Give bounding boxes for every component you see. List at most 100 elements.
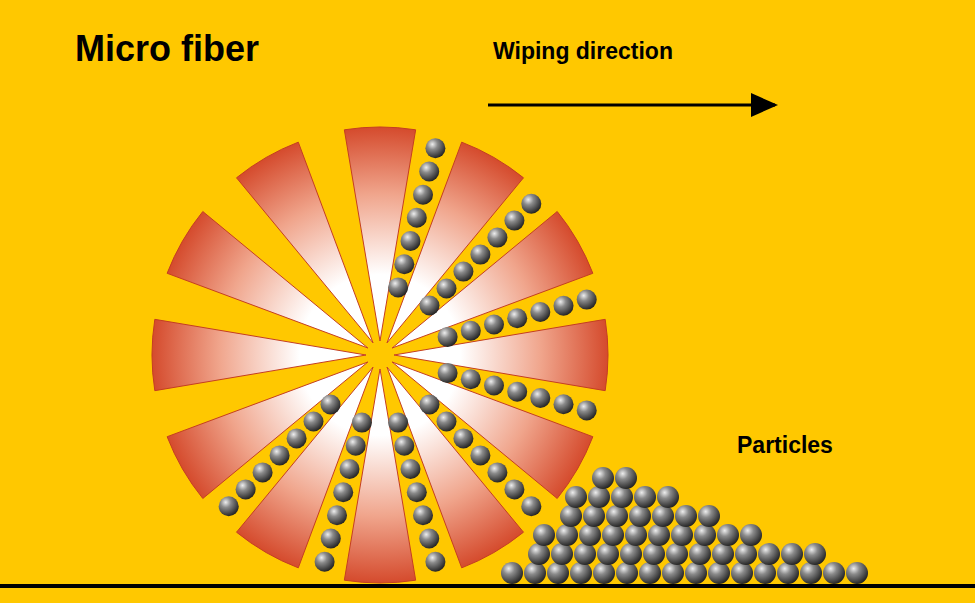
- diagram-title: Micro fiber: [75, 28, 259, 70]
- particle: [593, 562, 615, 584]
- particle: [401, 459, 421, 479]
- particle: [484, 376, 504, 396]
- particle: [321, 529, 341, 549]
- particle: [583, 505, 605, 527]
- particle: [270, 445, 290, 465]
- particle: [712, 543, 734, 565]
- particle: [528, 543, 550, 565]
- particle: [597, 543, 619, 565]
- particle: [521, 194, 541, 214]
- particle: [388, 277, 408, 297]
- particle: [592, 467, 614, 489]
- particle: [327, 505, 347, 525]
- particle: [437, 412, 457, 432]
- particle: [461, 321, 481, 341]
- particle: [487, 462, 507, 482]
- particle: [419, 162, 439, 182]
- particle: [574, 543, 596, 565]
- particle: [823, 562, 845, 584]
- particle: [425, 138, 445, 158]
- particle: [437, 279, 457, 299]
- particle: [407, 482, 427, 502]
- particles-label: Particles: [737, 432, 833, 459]
- particle: [407, 208, 427, 228]
- particle: [556, 524, 578, 546]
- particle: [606, 505, 628, 527]
- particle: [777, 562, 799, 584]
- particle: [425, 552, 445, 572]
- particle: [754, 562, 776, 584]
- particle: [504, 479, 524, 499]
- particle: [639, 562, 661, 584]
- particle: [616, 562, 638, 584]
- direction-label: Wiping direction: [493, 38, 673, 65]
- particle: [321, 395, 341, 415]
- particle: [484, 315, 504, 335]
- particle: [735, 543, 757, 565]
- particle: [521, 496, 541, 516]
- particle: [560, 505, 582, 527]
- particle: [648, 524, 670, 546]
- particle: [420, 296, 440, 316]
- particle: [781, 543, 803, 565]
- particle: [438, 363, 458, 383]
- particle: [629, 505, 651, 527]
- particle: [731, 562, 753, 584]
- particle: [671, 524, 693, 546]
- particle: [551, 543, 573, 565]
- particle: [643, 543, 665, 565]
- particle: [758, 543, 780, 565]
- particle: [287, 428, 307, 448]
- particle: [388, 413, 408, 433]
- particle: [470, 445, 490, 465]
- particle: [602, 524, 624, 546]
- particle: [615, 467, 637, 489]
- particle: [804, 543, 826, 565]
- particle: [698, 505, 720, 527]
- particle: [507, 308, 527, 328]
- particle: [657, 486, 679, 508]
- particle: [547, 562, 569, 584]
- particle: [487, 228, 507, 248]
- particle: [846, 562, 868, 584]
- particle: [304, 412, 324, 432]
- particle: [340, 459, 360, 479]
- particle: [413, 505, 433, 525]
- particle: [800, 562, 822, 584]
- particle: [620, 543, 642, 565]
- particle: [570, 562, 592, 584]
- particle: [694, 524, 716, 546]
- particle: [662, 562, 684, 584]
- particle: [253, 462, 273, 482]
- particle: [453, 262, 473, 282]
- particle: [740, 524, 762, 546]
- particles: [219, 138, 868, 584]
- fiber-wedge: [237, 142, 373, 343]
- particle: [652, 505, 674, 527]
- particle: [346, 436, 366, 456]
- particle: [554, 296, 574, 316]
- particle: [530, 388, 550, 408]
- particle: [394, 436, 414, 456]
- particle: [577, 400, 597, 420]
- particle: [611, 486, 633, 508]
- particle: [413, 185, 433, 205]
- fiber-wedges: [152, 127, 608, 583]
- particle: [470, 245, 490, 265]
- particle: [438, 327, 458, 347]
- particle: [689, 543, 711, 565]
- particle: [675, 505, 697, 527]
- particle: [420, 395, 440, 415]
- particle: [533, 524, 555, 546]
- particle: [579, 524, 601, 546]
- particle: [401, 231, 421, 251]
- particle: [333, 482, 353, 502]
- particle: [352, 413, 372, 433]
- particle: [507, 382, 527, 402]
- particle: [634, 486, 656, 508]
- particle: [577, 290, 597, 310]
- particle: [666, 543, 688, 565]
- particle: [461, 369, 481, 389]
- particle: [315, 552, 335, 572]
